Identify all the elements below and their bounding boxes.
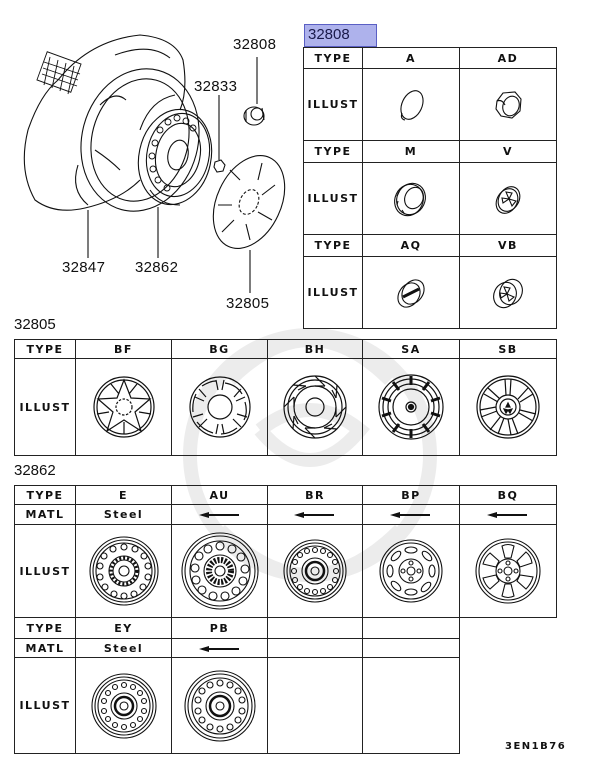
callout-32808: 32808 <box>233 36 277 53</box>
type-BR: BR <box>267 485 363 505</box>
steel-wheel-icon <box>88 536 159 606</box>
flat-cap-icon <box>400 89 424 121</box>
seven-spoke-wheel-cover-icon <box>476 375 540 439</box>
section-title-32805: 32805 <box>14 316 56 333</box>
type-BG: BG <box>171 339 268 359</box>
type-AQ: AQ <box>362 234 460 257</box>
type-VB: VB <box>459 234 557 257</box>
exploded-wheel-diagram <box>23 34 286 293</box>
logo-plug-cap-icon <box>493 278 523 308</box>
type-header: TYPE <box>14 339 76 359</box>
steel-wheel-icon <box>283 539 347 603</box>
type-A: A <box>362 47 460 69</box>
callout-32862: 32862 <box>135 259 179 276</box>
center-cap-type-table: TYPE A AD ILLUST TYPE M V ILLUST TYPE AQ… <box>303 47 557 329</box>
hex-cap-icon <box>495 90 522 119</box>
steel-wheel-icon <box>90 672 157 739</box>
knurled-cap-icon <box>394 182 426 216</box>
callout-32805: 32805 <box>226 295 270 312</box>
type-AD: AD <box>459 47 557 69</box>
ten-spoke-wheel-cover-icon <box>378 374 444 440</box>
illust-header: ILLUST <box>303 68 363 141</box>
type-V: V <box>459 140 557 163</box>
steel-wheel-icon <box>180 532 259 610</box>
illust-header: ILLUST <box>303 162 363 235</box>
type-M: M <box>362 140 460 163</box>
swirl-wheel-cover-icon <box>283 375 347 439</box>
type-header: TYPE <box>14 617 76 639</box>
type-SB: SB <box>459 339 557 359</box>
callout-32847: 32847 <box>62 259 106 276</box>
illust-header: ILLUST <box>14 358 76 456</box>
steel-wheel-icon <box>183 669 256 742</box>
illust-header: ILLUST <box>14 657 76 754</box>
six-slot-wheel-cover-icon <box>188 376 251 438</box>
type-EY: EY <box>75 617 172 639</box>
center-cap-icon <box>243 106 265 126</box>
type-PB: PB <box>171 617 268 639</box>
same-as-left-arrow-icon <box>198 512 239 518</box>
same-as-left-arrow-icon <box>487 512 527 518</box>
material-steel: Steel <box>75 504 172 525</box>
section-title-32808: 32808 <box>304 24 377 47</box>
type-E: E <box>75 485 172 505</box>
spoke-steel-wheel-icon <box>475 538 541 604</box>
matl-header: MATL <box>14 504 76 525</box>
tire-icon <box>23 34 200 212</box>
material-steel: Steel <box>75 638 172 658</box>
type-header: TYPE <box>303 140 363 163</box>
diagram-reference-code: 3EN1B76 <box>505 741 567 752</box>
type-BP: BP <box>362 485 460 505</box>
same-as-left-arrow-icon <box>294 512 334 518</box>
matl-header: MATL <box>14 638 76 658</box>
callout-32833: 32833 <box>194 78 238 95</box>
type-header: TYPE <box>303 234 363 257</box>
type-AU: AU <box>171 485 268 505</box>
steel-rim-icon <box>137 94 213 206</box>
wheel-cover-icon <box>212 155 286 249</box>
type-header: TYPE <box>303 47 363 69</box>
logo-cap-icon <box>495 185 521 214</box>
same-as-left-arrow-icon <box>390 512 430 518</box>
same-as-left-arrow-icon <box>198 645 239 652</box>
slotted-steel-wheel-icon <box>379 539 443 603</box>
lug-nut-icon <box>213 159 226 173</box>
illust-header: ILLUST <box>14 524 76 618</box>
wheel-cover-type-table: TYPE BF BG BH SA SB ILLUST <box>14 339 557 456</box>
type-BF: BF <box>75 339 172 359</box>
type-SA: SA <box>362 339 460 359</box>
steel-wheel-type-table: TYPE E AU BR BP BQ MATL Steel ILLUST TYP… <box>14 485 557 754</box>
type-BQ: BQ <box>459 485 557 505</box>
badge-cap-icon <box>397 278 425 308</box>
section-title-32862: 32862 <box>14 462 56 479</box>
illust-header: ILLUST <box>303 256 363 329</box>
star-wheel-cover-icon <box>92 376 155 438</box>
type-BH: BH <box>267 339 363 359</box>
type-header: TYPE <box>14 485 76 505</box>
